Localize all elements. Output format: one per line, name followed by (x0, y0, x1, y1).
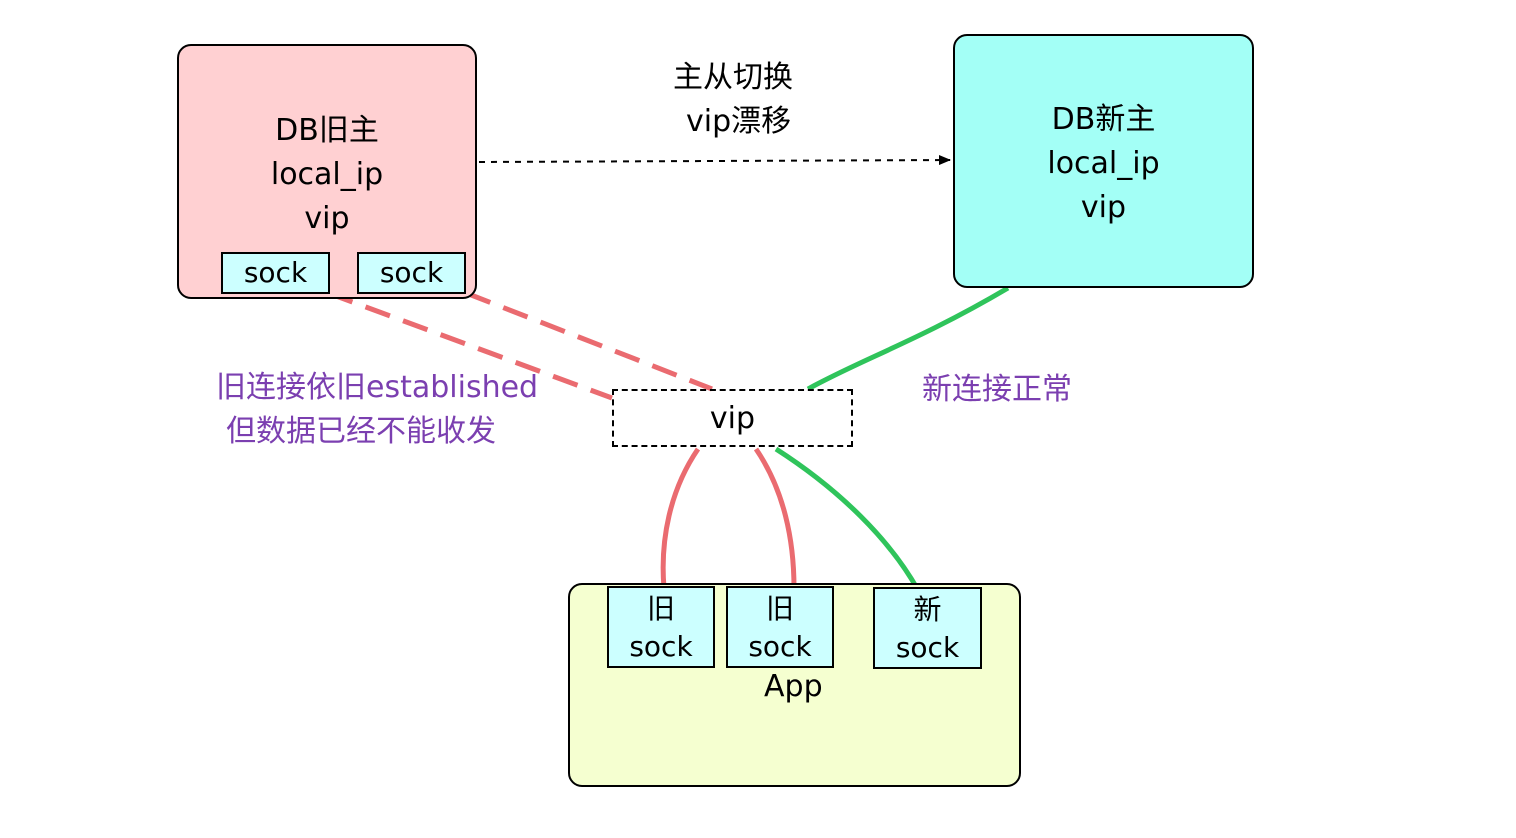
failover-label-line-2: vip漂移 (686, 104, 792, 139)
new-master-title: DB新主 (1051, 102, 1156, 137)
new-master-labels: DB新主 local_ip vip (955, 98, 1252, 230)
new-master-node: DB新主 local_ip vip (953, 34, 1254, 288)
old-master-sock-2: sock (357, 252, 466, 294)
failover-arrow (478, 155, 951, 166)
old-master-local-ip: local_ip (270, 157, 384, 192)
app-label: App (764, 669, 823, 704)
old-master-vip: vip (304, 201, 350, 236)
app-new-sock: 新 sock (873, 587, 982, 669)
app-old-sock-1-tag: 旧 (646, 592, 675, 625)
new-connection-note: 新连接正常 (922, 372, 1072, 407)
old-link-line-1 (327, 290, 613, 401)
new-link-app (774, 446, 921, 592)
old-connection-note-line-2: 但数据已经不能收发 (226, 414, 496, 449)
old-link-app-2 (753, 447, 797, 589)
app-new-sock-label: sock (895, 631, 960, 664)
app-new-sock-tag: 新 (913, 593, 942, 626)
old-connection-note-line-1: 旧连接依旧established (216, 370, 539, 405)
app-old-sock-2: 旧 sock (726, 586, 834, 668)
old-master-labels: DB旧主 local_ip vip (179, 109, 475, 241)
app-old-sock-2-tag: 旧 (765, 592, 794, 625)
app-old-sock-1-label: sock (629, 630, 693, 663)
old-master-sock-1: sock (221, 252, 330, 294)
vip-node: vip (612, 389, 853, 447)
app-old-sock-2-label: sock (748, 630, 812, 663)
app-old-sock-1: 旧 sock (607, 586, 715, 668)
old-link-app-1 (660, 447, 701, 589)
failover-label-line-1: 主从切换 (673, 60, 793, 95)
old-master-title: DB旧主 (275, 113, 379, 148)
new-link-line-master (806, 285, 1010, 392)
new-master-local-ip: local_ip (1047, 146, 1160, 181)
new-master-vip: vip (1080, 190, 1127, 225)
old-link-line-2 (465, 290, 713, 392)
